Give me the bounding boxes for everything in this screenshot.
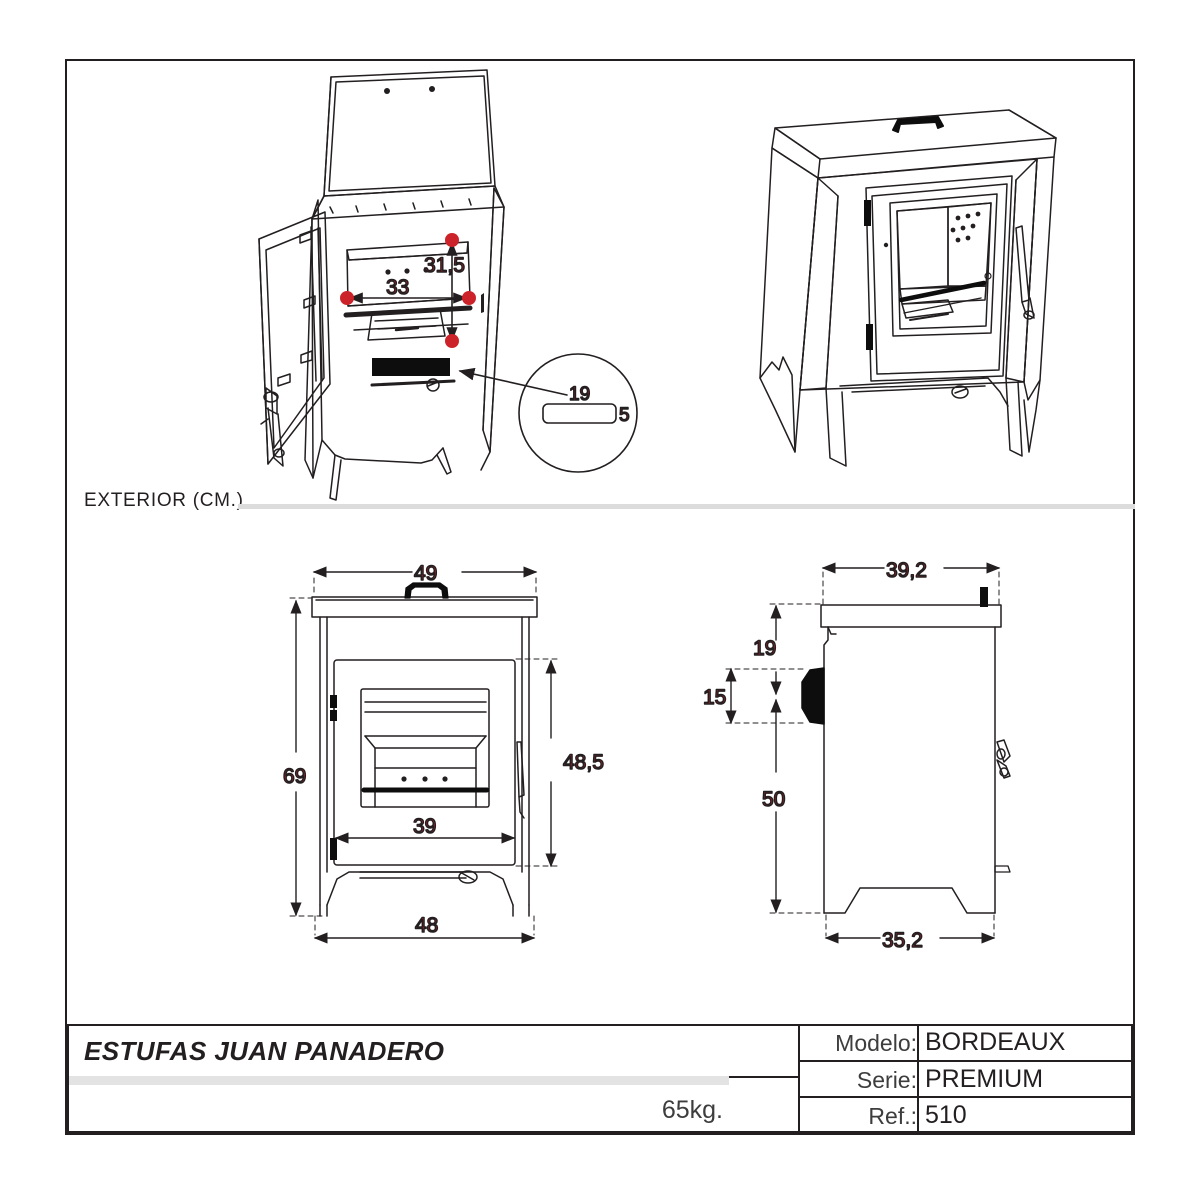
titleblock-gray-band [69,1076,729,1085]
value-ref: 510 [925,1101,967,1129]
section-label-exterior: EXTERIOR (CM.) [84,490,244,511]
titleblock-bottom-rule [67,1131,1133,1133]
titleblock-left-edge [67,1024,69,1131]
label-ref: Ref.: [868,1103,917,1129]
titleblock-col-divider [798,1024,800,1131]
label-serie: Serie: [856,1067,917,1093]
company-name: ESTUFAS JUAN PANADERO [84,1036,445,1066]
label-modelo: Modelo: [835,1030,917,1056]
titleblock-top-rule [67,1024,1133,1026]
product-weight: 65kg. [661,1096,723,1124]
value-modelo: BORDEAUX [925,1028,1066,1056]
titleblock-right-rule-1 [798,1060,1133,1062]
titleblock-right-rule-2 [798,1096,1133,1098]
title-block: ESTUFAS JUAN PANADERO 65kg. Modelo: BORD… [67,1024,1133,1133]
section-divider-rule [238,504,1135,509]
drawing-frame-border [65,59,1135,1135]
titleblock-right-edge [1131,1024,1133,1131]
titleblock-label-value-divider [917,1024,919,1131]
value-serie: PREMIUM [925,1065,1044,1093]
